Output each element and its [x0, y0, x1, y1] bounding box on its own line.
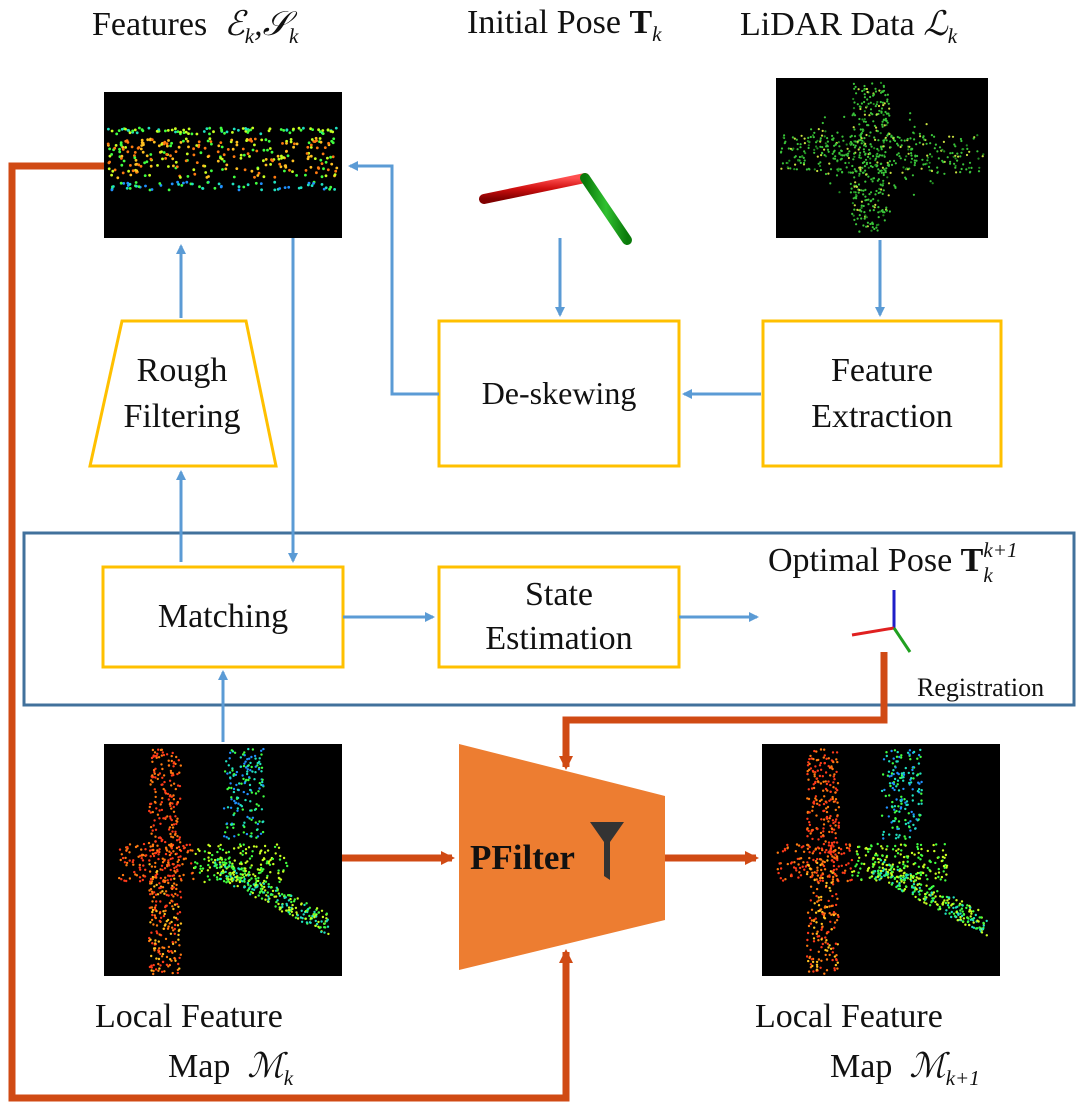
- red-flow-arrows: [8, 162, 888, 1102]
- optimal-pose-axes-icon: [851, 590, 912, 653]
- local-map-k-caption-line1: Local Feature: [95, 998, 283, 1035]
- initial-pose-heading: Initial Pose Tk: [467, 4, 662, 46]
- blue-flow-arrows: [176, 161, 885, 742]
- initial-pose-axes-icon: [479, 84, 632, 245]
- rough-filtering-trapezoid: [88, 319, 278, 468]
- feature-extraction-box: [761, 319, 1003, 468]
- local-map-k1-caption-line2: Map ℳk+1: [830, 1046, 980, 1090]
- pfilter-shape: [459, 744, 665, 970]
- lidar-data-heading: LiDAR Data ℒk: [740, 4, 958, 48]
- de-skewing-box: [437, 319, 681, 468]
- local-feature-map-k1-image: [762, 744, 1000, 976]
- feature-extraction-label: Feature Extraction: [811, 351, 953, 435]
- state-estimation-box: [437, 565, 681, 669]
- state-estimation-label: State Estimation: [485, 575, 633, 657]
- funnel-icon: [590, 822, 624, 880]
- local-feature-map-k-image: [104, 744, 342, 976]
- pfilter-label: PFilter: [470, 838, 575, 877]
- matching-label: Matching: [157, 598, 289, 636]
- registration-label: Registration: [917, 673, 1045, 702]
- local-map-k-caption-line2: Map ℳk: [168, 1046, 294, 1090]
- local-map-k1-caption-line1: Local Feature: [755, 998, 943, 1035]
- registration-frame: [22, 531, 1076, 707]
- features-heading: Features ℰk,𝒮k: [92, 4, 299, 48]
- rough-filtering-label: Rough Filtering: [123, 352, 241, 435]
- matching-box: [101, 565, 345, 669]
- de-skewing-label: De-skewing: [481, 374, 637, 411]
- features-pointcloud-image: [104, 92, 342, 238]
- lidar-pointcloud-image: [776, 78, 988, 238]
